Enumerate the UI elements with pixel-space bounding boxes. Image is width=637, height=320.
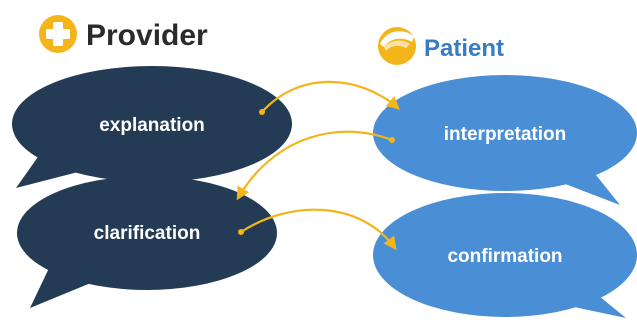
patient-heading: Patient: [424, 35, 504, 62]
bubble-label: interpretation: [444, 124, 566, 145]
provider-bubble-clarification: clarification: [17, 176, 277, 308]
provider-heading: Provider: [86, 19, 208, 52]
patient-bubble-confirmation: confirmation: [373, 193, 637, 318]
arrow-clarification-to-confirmation: [240, 208, 397, 251]
bubble-label: clarification: [94, 223, 201, 244]
arrow-interpretation-to-clarification: [236, 130, 393, 201]
provider-bubble-explanation: explanation: [12, 66, 292, 188]
patient-bubble-interpretation: interpretation: [373, 75, 637, 205]
bubble-label: explanation: [99, 115, 205, 136]
patient-icon: [378, 27, 416, 65]
provider-header: Provider: [39, 15, 208, 53]
medical-cross-icon: [39, 15, 77, 53]
flow-arrows: [236, 80, 400, 251]
patient-header: Patient: [378, 27, 504, 65]
arrow-explanation-to-interpretation: [261, 80, 400, 113]
bubble-label: confirmation: [447, 246, 562, 267]
